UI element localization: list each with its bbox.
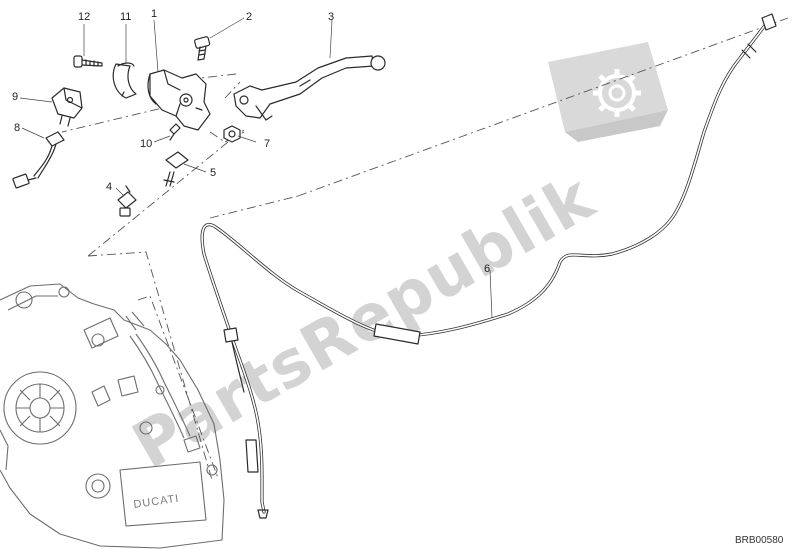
- callout-10: 10: [140, 138, 152, 150]
- part-8-sensor-wire: [12, 131, 65, 189]
- watermark-logo: [548, 42, 668, 142]
- watermark-brand-text: PartsRepublik: [121, 161, 607, 484]
- callout-5: 5: [210, 167, 216, 179]
- callout-numbers: 12 11 1 2 3 9 8 10 7 5 4 6: [12, 8, 490, 275]
- part-4-bleed-valve: [117, 185, 137, 217]
- callout-12: 12: [78, 11, 90, 23]
- part-10-pin: [169, 123, 181, 141]
- part-3-clutch-lever: [233, 55, 386, 121]
- callout-1: 1: [151, 8, 157, 20]
- image-code-label: BRB00580: [735, 535, 784, 546]
- part-6-clutch-cable: [200, 13, 777, 519]
- part-11-clamp: [112, 62, 137, 99]
- part-12-screw: [73, 55, 103, 68]
- callout-4: 4: [106, 181, 112, 193]
- callout-11: 11: [120, 11, 131, 23]
- lever-assembly: [12, 36, 386, 217]
- part-9-switch-housing: [51, 87, 83, 127]
- part-1-master-cylinder: [147, 69, 211, 131]
- callout-6: 6: [484, 263, 490, 275]
- part-2-screw: [194, 36, 211, 61]
- part-5-switch: [163, 151, 189, 187]
- callout-leaders: [19, 17, 493, 319]
- part-7-nut: [223, 125, 241, 143]
- gear-icon: [593, 69, 641, 117]
- callout-8: 8: [14, 122, 20, 134]
- callout-7: 7: [264, 138, 270, 150]
- callout-3: 3: [328, 11, 334, 23]
- callout-9: 9: [12, 91, 18, 103]
- callout-2: 2: [246, 11, 252, 23]
- engine-logo-text: DUCATI: [133, 493, 180, 511]
